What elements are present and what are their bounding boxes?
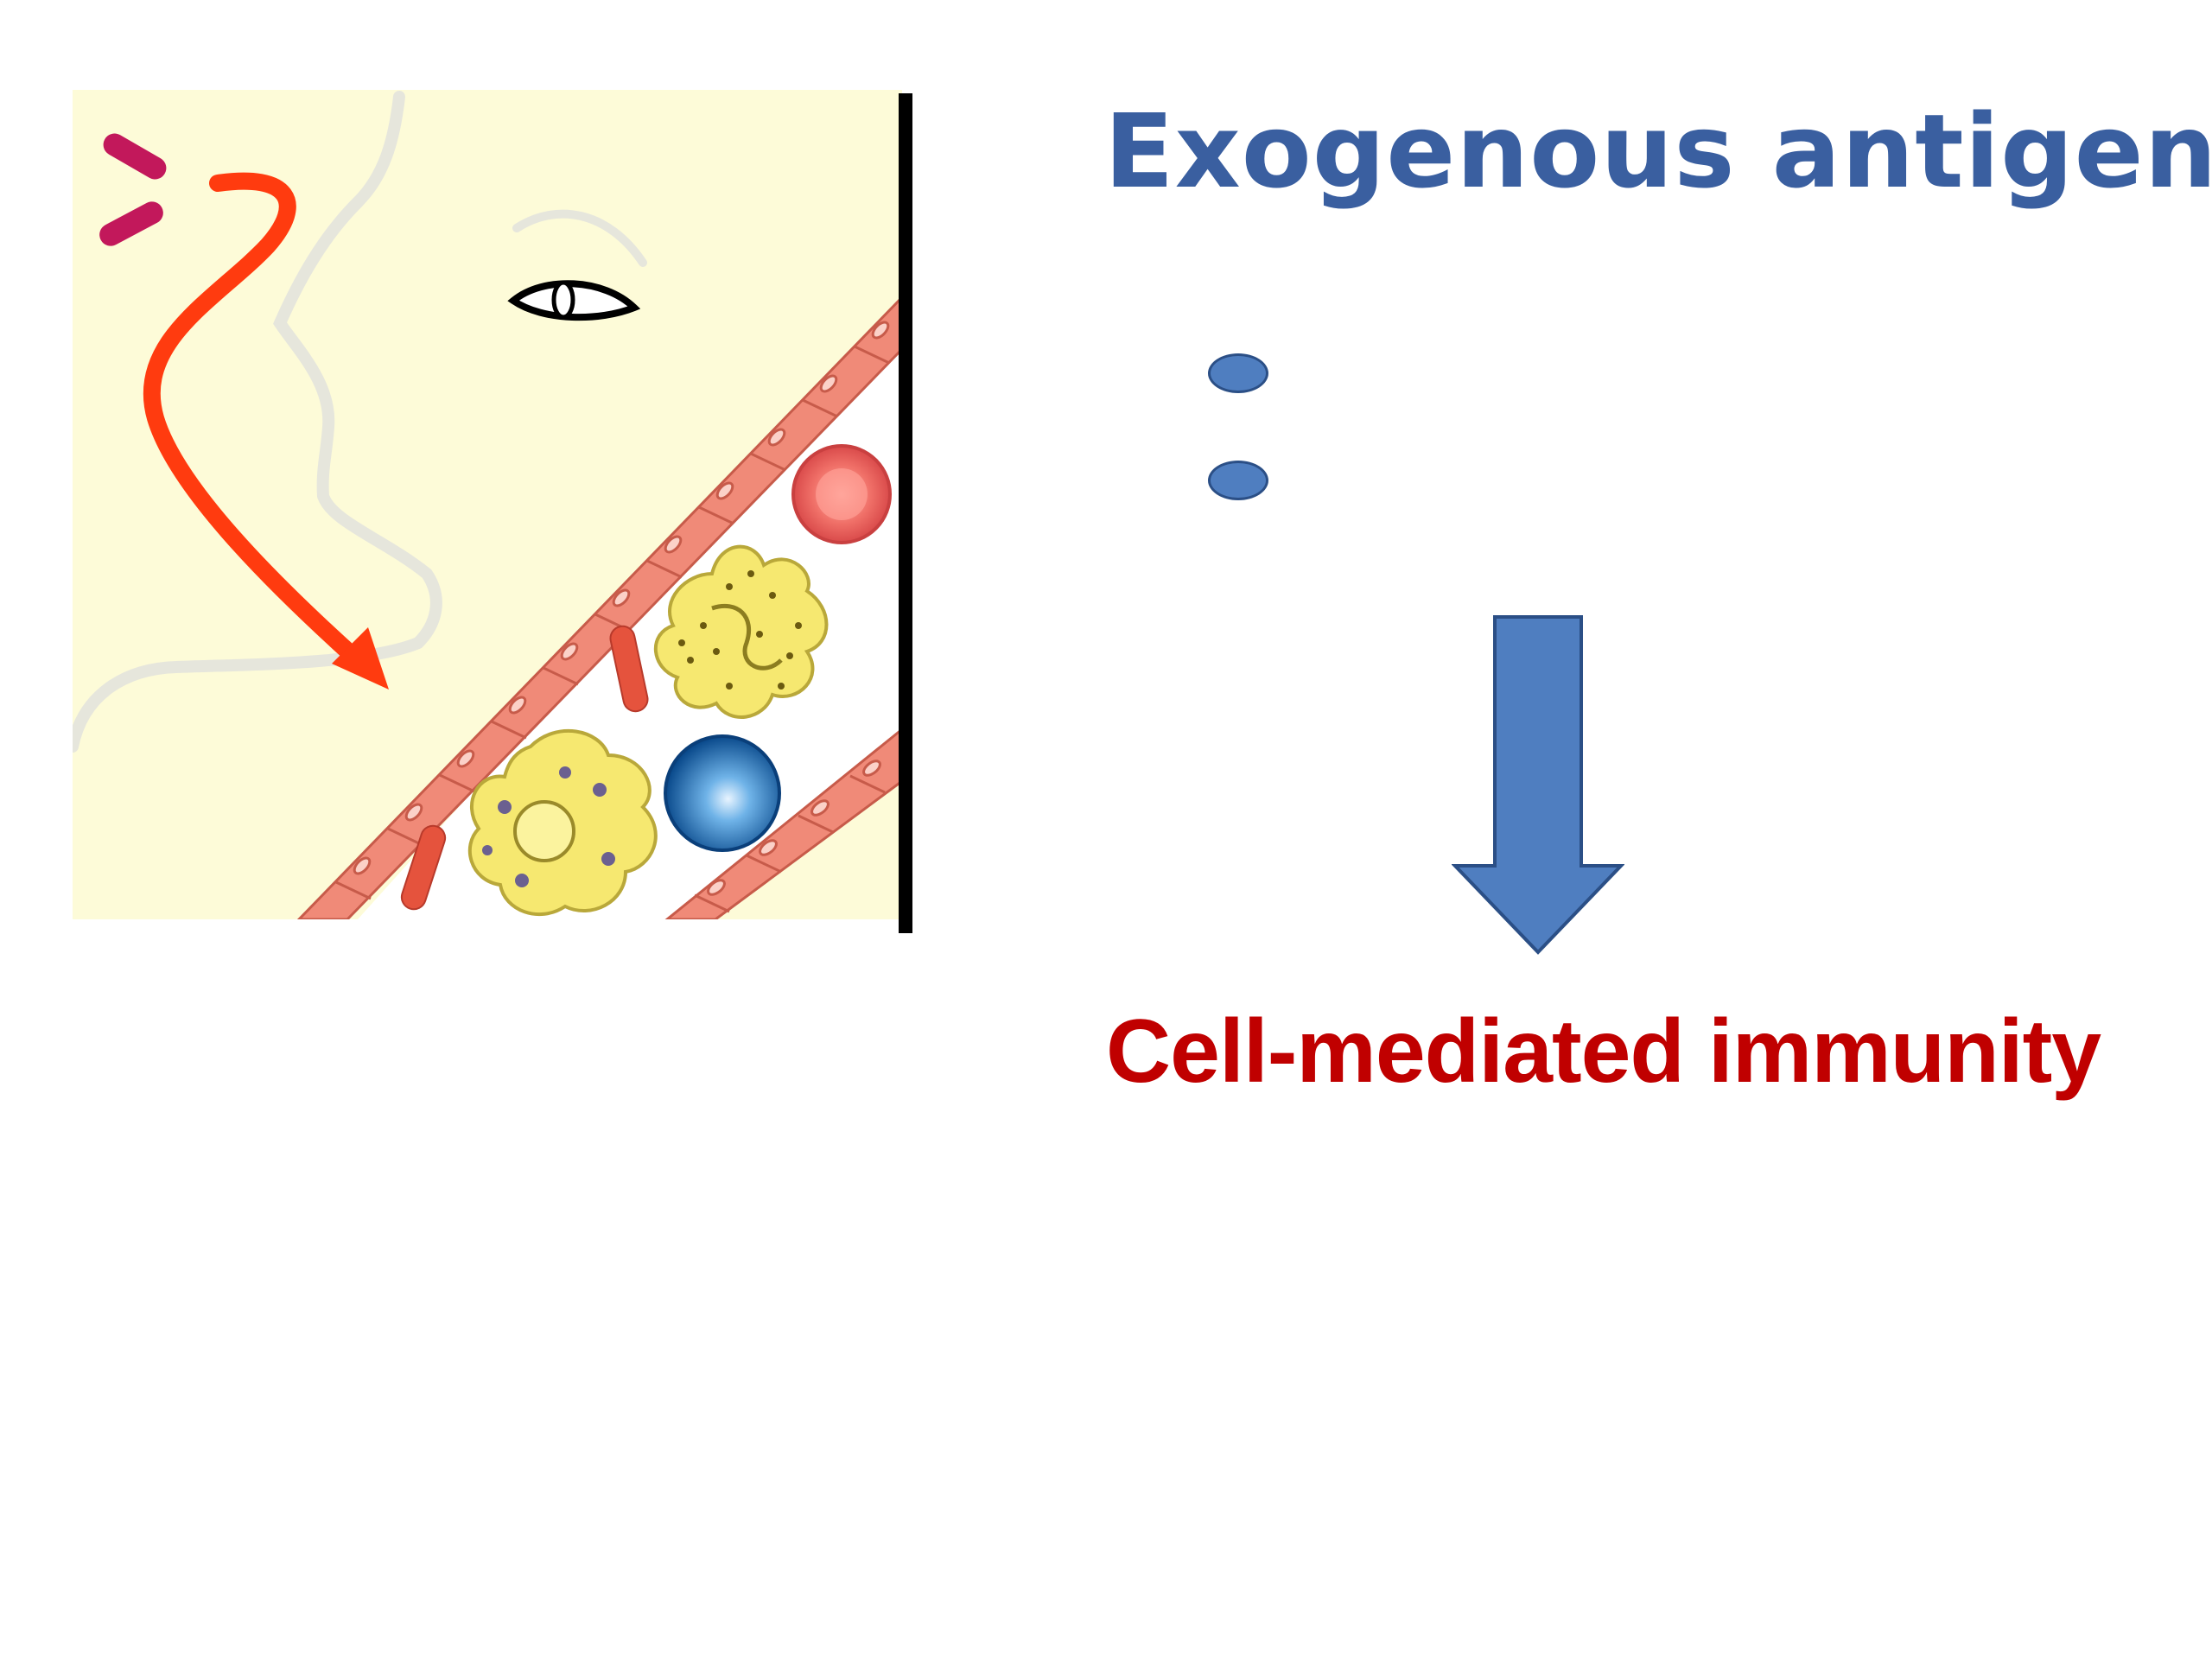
eye-icon: [507, 280, 641, 321]
vessel-wall-upper: [296, 295, 902, 919]
bullet-list: [1208, 350, 1381, 505]
down-arrow-icon: [1452, 615, 1624, 955]
neutrophil-icon: [653, 544, 829, 719]
panel-right-border: [899, 93, 912, 933]
ellipse-bullet-icon: [1208, 461, 1268, 500]
red-blood-cell-icon: [791, 444, 892, 544]
ellipse-bullet-icon: [1208, 353, 1268, 393]
bacterium-in-vessel: [400, 824, 447, 911]
slide-title: Exogenous antigen: [1104, 92, 2212, 211]
antigen-entry-arrow: [143, 172, 389, 690]
result-label: Cell-mediated immunity: [1106, 1001, 2101, 1102]
bacterium-in-vessel: [609, 625, 649, 713]
eyebrow: [512, 209, 647, 267]
antigen-entry-illustration: [73, 90, 912, 933]
bacteria-icon: [99, 133, 167, 246]
macrophage-icon: [467, 728, 658, 916]
vessel-wall-lower: [664, 728, 902, 919]
lymphocyte-icon: [664, 734, 781, 852]
face-profile-outline: [73, 91, 442, 753]
